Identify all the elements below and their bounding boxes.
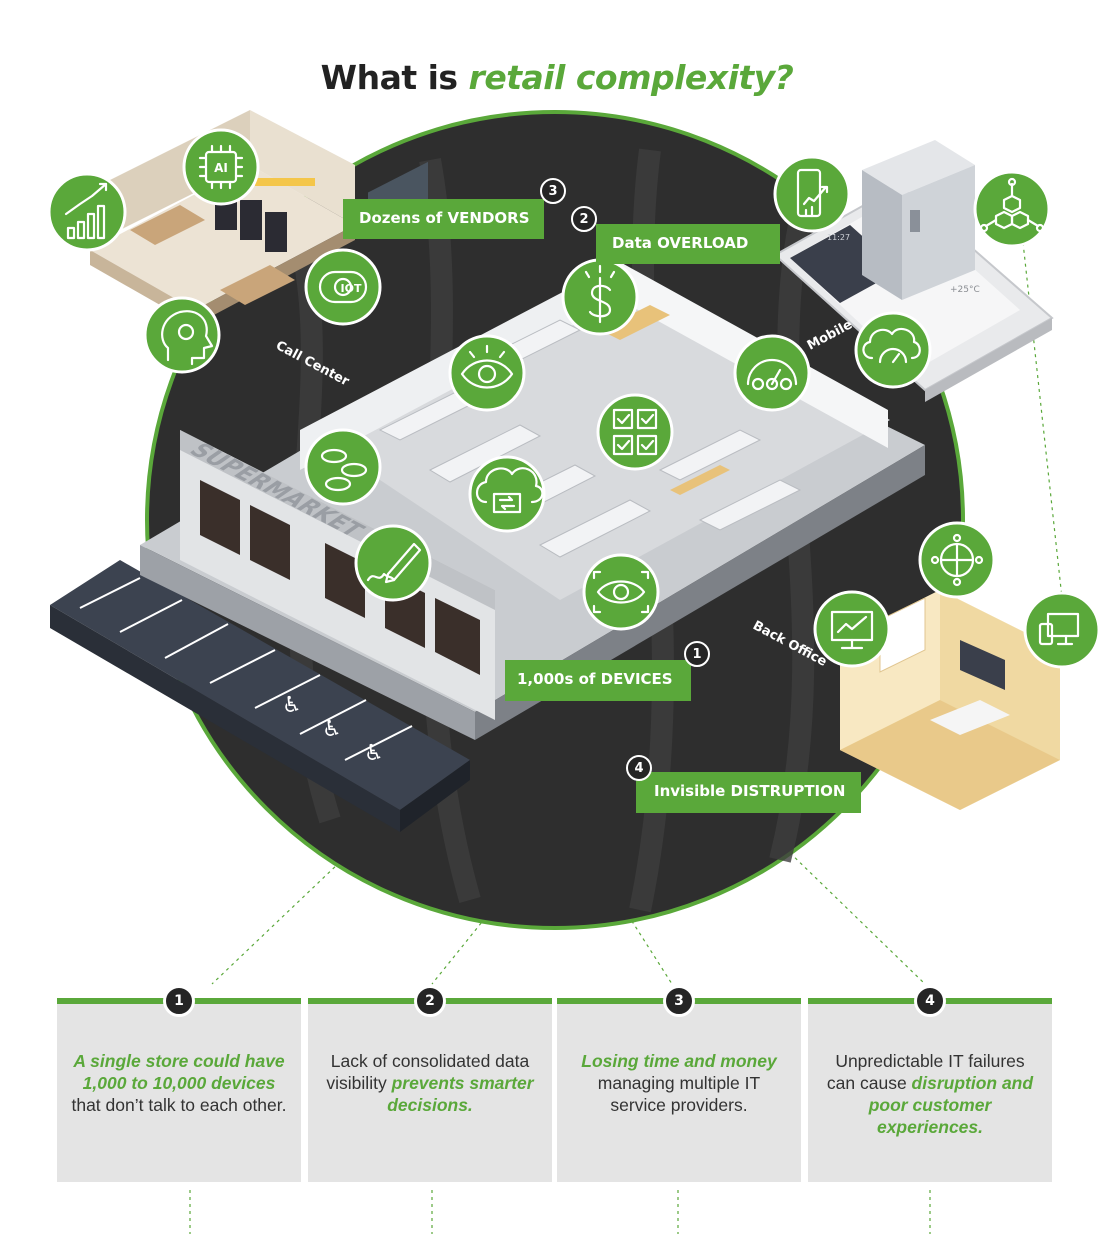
- phone-time: 11:27: [827, 233, 850, 242]
- mobile-chart-glyph: [796, 168, 829, 218]
- callout-disruption: Invisible DISTRUPTION: [636, 772, 862, 813]
- devices-icon: [1023, 591, 1101, 669]
- brain-gear-icon: [143, 296, 221, 374]
- title-accent: retail complexity?: [468, 58, 794, 98]
- callout-data-overload-label: Data OVERLOAD: [612, 234, 749, 252]
- checklist-glyph: [612, 408, 658, 456]
- accessible-parking-icon: ♿: [322, 717, 342, 742]
- page-title: What is retail complexity?: [0, 58, 1114, 97]
- target-eye-icon: [582, 553, 660, 631]
- signature-pen-icon: [354, 524, 432, 602]
- callout-vendors-label: Dozens of VENDORS: [359, 209, 530, 227]
- customer-satisfaction-icon: [733, 334, 811, 412]
- growth-chart-icon: [47, 172, 127, 252]
- card-1-highlight: A single store could have 1,000 to 10,00…: [73, 1051, 285, 1093]
- eye-icon: [448, 334, 526, 412]
- callout-disruption-label: Invisible DISTRUPTION: [654, 782, 846, 800]
- signature-pen-glyph: [366, 542, 422, 584]
- brain-gear-glyph: [161, 310, 214, 366]
- callout-3-number: 3: [540, 178, 566, 204]
- card-2-highlight: prevents smarter decisions.: [387, 1073, 534, 1115]
- card-3-body: managing multiple IT service providers.: [597, 1073, 761, 1115]
- coins-glyph: [320, 448, 368, 492]
- card-4-highlight: disruption and poor customer experiences…: [868, 1073, 1034, 1137]
- smart-fridge: [862, 140, 975, 300]
- callout-devices: 1,000s of DEVICES: [505, 660, 691, 701]
- callout-devices-label: 1,000s of DEVICES: [517, 670, 673, 688]
- callout-vendors: Dozens of VENDORS: [343, 199, 544, 239]
- title-prefix: What is: [320, 58, 469, 98]
- info-card-1: 1 A single store could have 1,000 to 10,…: [57, 985, 301, 1182]
- info-card-4: 4 Unpredictable IT failures can cause di…: [808, 985, 1052, 1182]
- growth-chart-glyph: [64, 182, 108, 240]
- callout-2-number: 2: [571, 206, 597, 232]
- iot-icon-text: IOT: [341, 282, 362, 295]
- accessible-parking-icon: ♿: [364, 741, 384, 766]
- mobile-chart-icon: [773, 155, 851, 233]
- card-2-number: 2: [414, 985, 446, 1017]
- cloud-gauge-glyph: [862, 327, 921, 364]
- parking-lot: ♿ ♿ ♿: [50, 560, 470, 832]
- card-4-text: Unpredictable IT failures can cause disr…: [822, 1050, 1038, 1138]
- icon-circles: [47, 128, 1101, 669]
- card-1-body: that don’t talk to each other.: [71, 1095, 287, 1115]
- ai-chip-glyph: [198, 144, 244, 190]
- target-eye-glyph: [592, 570, 650, 614]
- card-1-text: A single store could have 1,000 to 10,00…: [71, 1050, 287, 1116]
- back-office-room: [840, 590, 1060, 810]
- blocks-network-glyph: [979, 177, 1045, 233]
- callout-1-number: 1: [684, 641, 710, 667]
- info-card-3: 3 Losing time and money managing multipl…: [557, 985, 801, 1182]
- blocks-network-icon: [973, 170, 1051, 248]
- monitor-chart-glyph: [830, 610, 874, 650]
- info-card-2: 2 Lack of consolidated data visibility p…: [308, 985, 552, 1182]
- card-2-text: Lack of consolidated data visibility pre…: [322, 1050, 538, 1116]
- card-4-body: Unpredictable IT failures can cause: [826, 1051, 1025, 1093]
- checklist-icon: [596, 393, 674, 471]
- card-3-highlight: Losing time and money: [581, 1051, 777, 1071]
- cloud-sync-glyph: [475, 467, 544, 514]
- callout-data-overload: Data OVERLOAD: [596, 224, 781, 264]
- card-4-number: 4: [914, 985, 946, 1017]
- devices-glyph: [1038, 612, 1080, 646]
- ai-icon-text: AI: [214, 161, 228, 175]
- accessible-parking-icon: ♿: [282, 693, 302, 718]
- card-3-number: 3: [663, 985, 695, 1017]
- iot-glyph: [318, 270, 368, 304]
- phone-temperature: +25°C: [950, 285, 980, 295]
- eye-glyph: [460, 344, 514, 389]
- card-3-text: Losing time and money managing multiple …: [571, 1050, 787, 1116]
- dollar-glyph: [584, 264, 616, 324]
- card-2-body: Lack of consolidated data visibility: [326, 1051, 530, 1093]
- ai-chip-icon: [182, 128, 260, 206]
- network-globe-glyph: [930, 533, 984, 587]
- customer-satisfaction-glyph: [746, 358, 798, 391]
- callout-4-number: 4: [626, 755, 652, 781]
- iot-icon: [304, 248, 382, 326]
- card-1-number: 1: [163, 985, 195, 1017]
